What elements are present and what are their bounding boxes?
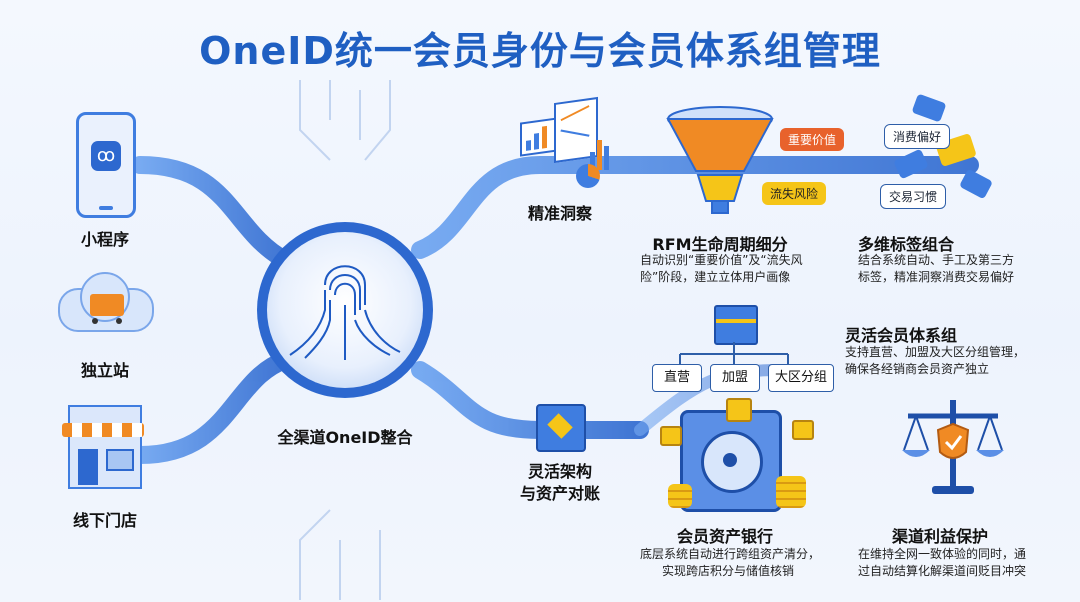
balance-scale-icon (902, 400, 1004, 494)
channel-label-mini-program: 小程序 (80, 230, 129, 249)
tag-transaction-habit: 交易习惯 (880, 184, 947, 209)
coin-stack-icon-left (668, 484, 692, 508)
member-system-label: 灵活会员体系组 (845, 326, 958, 345)
tag-consumption-preference: 消费偏好 (884, 124, 951, 149)
box-cube-icon (714, 305, 758, 345)
architecture-label-line1: 灵活架构 (527, 462, 592, 481)
padlock-icon (726, 398, 752, 422)
cloud-cart-icon (58, 270, 154, 332)
bank-desc-line2: 实现跨店积分与储值核销 (662, 564, 795, 578)
bank-label: 会员资产银行 (676, 527, 773, 546)
architecture-label-line2: 与资产对账 (519, 484, 600, 503)
channel-label-offline-store: 线下门店 (72, 511, 137, 530)
page-title: OneID统一会员身份与会员体系组管理 (199, 29, 881, 73)
architecture-cube-icon (536, 404, 586, 452)
hub-label: 全渠道OneID整合 (277, 428, 413, 447)
org-direct: 直营 (652, 364, 702, 392)
org-region-group: 大区分组 (768, 364, 834, 392)
padlock-icon-left (660, 426, 682, 446)
member-system-desc-line1: 支持直营、加盟及大区分组管理， (845, 345, 1026, 359)
tag-important-value: 重要价值 (780, 128, 845, 151)
rfm-label: RFM生命周期细分 (652, 235, 788, 254)
funnel-icon (666, 106, 774, 214)
mini-program-phone-icon: ꝏ (76, 112, 136, 218)
protect-desc-line2: 过自动结算化解渠道间贬目冲突 (858, 564, 1027, 578)
storefront-icon (62, 405, 144, 489)
coin-stack-icon (776, 476, 806, 508)
fingerprint-face-icon (300, 265, 390, 355)
rfm-desc-line2: 险”阶段，建立立体用户画像 (640, 270, 791, 284)
tags-label: 多维标签组合 (858, 235, 955, 254)
protect-desc-line1: 在维持全网一致体验的同时，通 (858, 547, 1027, 561)
tags-desc-line1: 结合系统自动、手工及第三方 (858, 253, 1015, 267)
insight-label: 精准洞察 (527, 204, 592, 223)
vault-safe-icon (680, 410, 782, 512)
rfm-desc-line1: 自动识别“重要价值”及“流失风 (640, 253, 803, 267)
tag-churn-risk: 流失风险 (762, 182, 827, 205)
org-connector (679, 342, 789, 368)
protect-label: 渠道利益保护 (891, 527, 988, 546)
bank-desc-line1: 底层系统自动进行跨组资产清分， (640, 547, 821, 561)
org-franchise: 加盟 (710, 364, 760, 392)
analytics-charts-icon (520, 96, 610, 192)
tags-desc-line2: 标签，精准洞察消费交易偏好 (858, 270, 1015, 284)
member-system-desc-line2: 确保各经销商会员资产独立 (845, 362, 990, 376)
padlock-icon-right (792, 420, 814, 440)
channel-label-standalone-site: 独立站 (80, 361, 129, 380)
